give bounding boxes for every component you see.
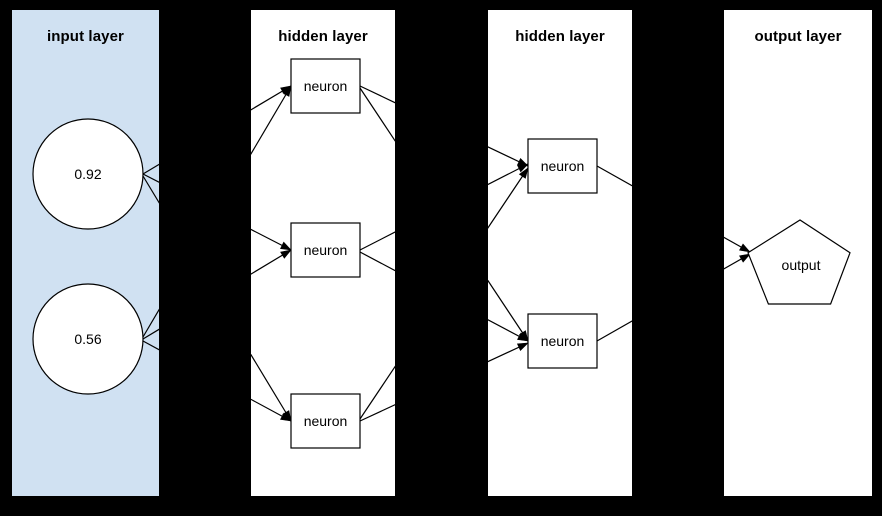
edge-e-in1-h3	[251, 353, 292, 422]
node-rect[interactable]	[527, 138, 598, 194]
node-hidden2-node-1[interactable]: neuron	[527, 138, 598, 194]
node-input-node-1[interactable]: 0.92	[32, 118, 144, 230]
edge-e-h2a-out	[724, 236, 751, 253]
layer-graphics-hidden-layer-1: 0.920.56neuronneuronneuronneuronneuronou…	[251, 58, 395, 449]
edge-e-h1a-h2a	[359, 85, 395, 104]
arrowhead	[282, 410, 292, 422]
edge-e-h1b-h2a	[488, 163, 529, 186]
edge-e-in2-h2	[142, 328, 159, 340]
edge-e-in2-h1	[142, 308, 159, 338]
layer-panel-output-layer: output layer 0.920.56neuronneuronneuronne…	[724, 10, 872, 496]
edge-e-h1a-h2b	[359, 87, 395, 142]
edge-e-in1-h1	[251, 85, 292, 111]
edge-e-in2-h1	[251, 85, 292, 156]
edge-e-in1-h2	[142, 173, 159, 183]
node-label: 0.92	[74, 166, 101, 182]
arrowhead	[280, 412, 292, 422]
edge-e-in2-h3	[142, 340, 159, 351]
node-pentagon[interactable]	[747, 219, 851, 305]
edge-e-h1a-h2a	[488, 146, 529, 167]
layer-graphics-hidden-layer-2: 0.920.56neuronneuronneuronneuronneuronou…	[488, 138, 632, 369]
node-label: neuron	[304, 413, 348, 429]
layer-panel-input-layer: input layer0.920.56neuronneuronneuronneu…	[12, 10, 159, 496]
node-circle[interactable]	[32, 283, 144, 395]
arrowhead	[518, 330, 529, 342]
edge-e-h1c-h2a	[359, 365, 395, 420]
arrowhead	[739, 253, 751, 263]
arrowhead	[517, 163, 529, 173]
node-label: neuron	[541, 158, 585, 174]
layer-title-input-layer: input layer	[47, 28, 124, 45]
edge-e-in1-h3	[142, 175, 159, 204]
arrowhead	[739, 243, 751, 253]
layer-panel-hidden-layer-1: hidden layer0.920.56neuronneuronneuronne…	[251, 10, 395, 496]
arrowhead	[280, 249, 292, 259]
node-hidden2-node-2[interactable]: neuron	[527, 313, 598, 369]
edge-e-h1a-h2b	[488, 279, 529, 342]
layer-title-output-layer: output layer	[754, 28, 842, 45]
edge-e-h2b-out	[724, 253, 751, 270]
layer-graphics-input-layer: 0.920.56neuronneuronneuronneuronneuronou…	[32, 118, 159, 395]
edge-e-h2a-out	[596, 165, 632, 187]
edge-e-h1b-h2a	[359, 231, 395, 251]
node-label: 0.56	[74, 331, 101, 347]
node-rect[interactable]	[527, 313, 598, 369]
node-hidden1-node-3[interactable]: neuron	[290, 393, 361, 449]
edge-e-h1b-h2b	[488, 319, 529, 342]
edge-e-in1-h1	[142, 163, 159, 175]
edge-e-h2b-out	[596, 320, 632, 342]
layer-panel-hidden-layer-2: hidden layer0.920.56neuronneuronneuronne…	[488, 10, 632, 496]
node-label: neuron	[304, 78, 348, 94]
arrowhead	[516, 157, 529, 167]
edge-e-h1c-h2b	[359, 404, 395, 422]
layer-graphics-output-layer: 0.920.56neuronneuronneuronneuronneuronou…	[724, 219, 851, 305]
arrowhead	[280, 85, 292, 95]
node-hidden1-node-1[interactable]: neuron	[290, 58, 361, 114]
arrowhead	[280, 241, 292, 251]
edge-e-in1-h2	[251, 228, 292, 251]
edge-e-h1b-h2b	[359, 251, 395, 272]
node-input-node-2[interactable]: 0.56	[32, 283, 144, 395]
edge-e-in2-h2	[251, 249, 292, 275]
layer-title-hidden-layer-1: hidden layer	[278, 28, 368, 45]
arrowhead	[518, 167, 529, 179]
node-output-node-1[interactable]: output	[747, 219, 851, 305]
node-label: neuron	[304, 242, 348, 258]
edge-e-h1c-h2a	[488, 167, 529, 229]
node-label: output	[782, 257, 821, 273]
edge-e-in2-h3	[251, 398, 292, 422]
node-hidden1-node-2[interactable]: neuron	[290, 222, 361, 278]
node-rect[interactable]	[290, 58, 361, 114]
node-rect[interactable]	[290, 222, 361, 278]
arrowhead	[282, 85, 292, 97]
node-label: neuron	[541, 333, 585, 349]
edge-e-h1c-h2b	[488, 342, 529, 363]
arrowhead	[516, 342, 529, 352]
arrowhead	[517, 332, 529, 342]
node-circle[interactable]	[32, 118, 144, 230]
node-rect[interactable]	[290, 393, 361, 449]
layer-title-hidden-layer-2: hidden layer	[515, 28, 605, 45]
